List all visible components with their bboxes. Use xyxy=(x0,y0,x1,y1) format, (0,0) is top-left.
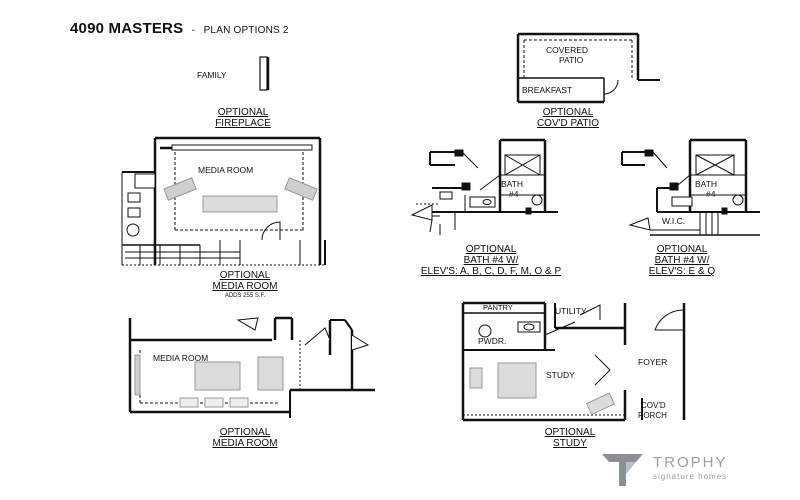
label-powder: PWDR. xyxy=(478,336,506,346)
plan-name: 4090 MASTERS xyxy=(70,20,184,37)
label-porch-2: PORCH xyxy=(638,411,667,420)
caption-bath-b: OPTIONAL BATH #4 W/ ELEV'S: E & Q xyxy=(637,244,727,277)
label-media-room-bottom: MEDIA ROOM xyxy=(153,353,208,363)
logo-word: TROPHY xyxy=(653,454,728,471)
bath-option-a-plan xyxy=(410,138,558,235)
caption-note: ADDS 255 S.F. xyxy=(224,293,266,299)
caption-line: BATH #4 W/ xyxy=(463,255,519,266)
label-porch: COV'D xyxy=(641,401,666,410)
caption-line: ELEV'S: A, B, C, D, F, M, O & P xyxy=(420,266,562,277)
caption-line: OPTIONAL xyxy=(544,427,596,438)
media-room-top-plan xyxy=(121,136,326,266)
caption-media-top: OPTIONAL MEDIA ROOM ADDS 255 S.F. xyxy=(195,270,295,300)
media-room-bottom-plan xyxy=(128,316,375,418)
label-bath-a-2: #4 xyxy=(509,189,519,199)
label-foyer: FOYER xyxy=(638,357,667,367)
caption-line: ELEV'S: E & Q xyxy=(648,266,716,277)
study-plan xyxy=(461,301,686,422)
label-covered-patio: COVERED xyxy=(546,45,588,55)
caption-line: OPTIONAL xyxy=(219,427,271,438)
page-title: 4090 MASTERS - PLAN OPTIONS 2 xyxy=(70,20,289,37)
caption-bath-a: OPTIONAL BATH #4 W/ ELEV'S: A, B, C, D, … xyxy=(393,244,589,277)
label-utility: UTILITY xyxy=(555,306,587,316)
label-breakfast: BREAKFAST xyxy=(522,85,572,95)
fireplace-plan xyxy=(259,56,270,91)
caption-line: BATH #4 W/ xyxy=(654,255,710,266)
label-wic: W.I.C. xyxy=(662,216,685,226)
trophy-logo-mark-icon xyxy=(602,454,643,486)
caption-line: OPTIONAL xyxy=(656,244,708,255)
label-pantry: PANTRY xyxy=(483,303,513,312)
label-bath-b-2: #4 xyxy=(706,189,716,199)
caption-line: STUDY xyxy=(553,438,587,449)
covered-patio-plan xyxy=(516,32,660,104)
caption-line: OPTIONAL xyxy=(217,107,269,118)
caption-fireplace: OPTIONAL FIREPLACE xyxy=(200,107,286,129)
caption-line: OPTIONAL xyxy=(542,107,594,118)
caption-line: OPTIONAL xyxy=(219,270,271,281)
caption-line: FIREPLACE xyxy=(215,118,271,129)
trophy-logo: TROPHY signature homes xyxy=(600,452,760,487)
caption-line: COV'D PATIO xyxy=(536,118,600,129)
label-study: STUDY xyxy=(546,370,575,380)
logo-tagline: signature homes xyxy=(653,472,728,481)
caption-patio: OPTIONAL COV'D PATIO xyxy=(523,107,613,129)
caption-study: OPTIONAL STUDY xyxy=(530,427,610,449)
plan-subtitle: PLAN OPTIONS 2 xyxy=(203,25,289,36)
label-covered-patio-2: PATIO xyxy=(559,55,584,65)
caption-line: MEDIA ROOM xyxy=(212,438,278,449)
caption-line: OPTIONAL xyxy=(465,244,517,255)
label-media-room-top: MEDIA ROOM xyxy=(198,165,253,175)
title-separator: - xyxy=(191,25,196,36)
label-bath-a: BATH xyxy=(501,179,523,189)
label-family: FAMILY xyxy=(197,70,227,80)
caption-line: MEDIA ROOM xyxy=(212,281,278,292)
label-bath-b: BATH xyxy=(695,179,717,189)
bath-option-b-plan xyxy=(621,138,760,236)
caption-media-bottom: OPTIONAL MEDIA ROOM xyxy=(195,427,295,449)
